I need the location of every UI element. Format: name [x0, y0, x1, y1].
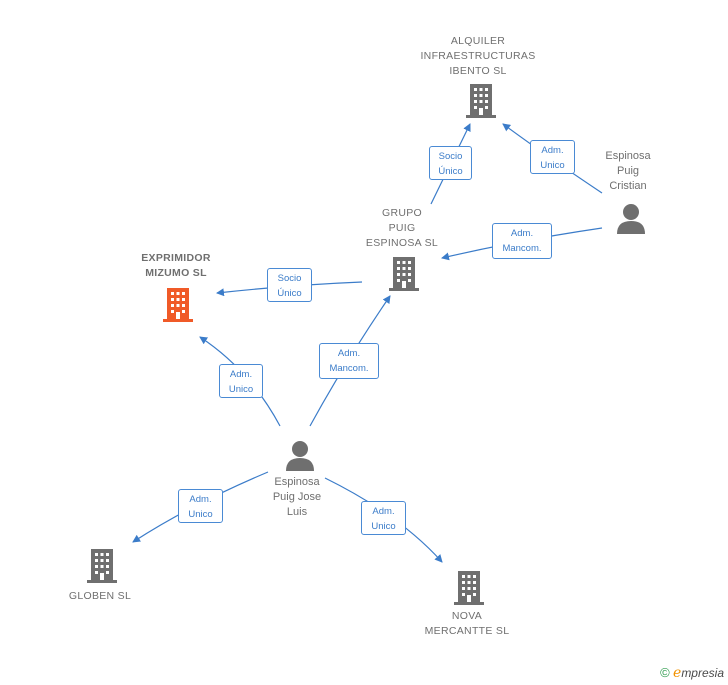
edge-label-jose-nova[interactable]: Adm. Unico	[361, 501, 406, 535]
node-label-alquiler[interactable]: ALQUILER INFRAESTRUCTURAS IBENTO SL	[420, 35, 536, 77]
building-icon[interactable]	[453, 571, 485, 605]
person-icon[interactable]	[615, 203, 647, 234]
brand-e-letter: e	[673, 665, 682, 681]
node-label-exprimidor[interactable]: EXPRIMIDOR MIZUMO SL	[141, 252, 211, 279]
node-label-cristian[interactable]: Espinosa Puig Cristian	[605, 150, 651, 192]
edge-label-jose-exprimidor[interactable]: Adm. Unico	[219, 364, 263, 398]
edge-label-grupo-exprimidor[interactable]: Socio Único	[267, 268, 312, 302]
edge-label-jose-grupo[interactable]: Adm. Mancom.	[319, 343, 379, 379]
brand-name: mpresia	[681, 666, 724, 680]
node-label-jose[interactable]: Espinosa Puig Jose Luis	[272, 476, 322, 518]
copyright-symbol: ©	[660, 665, 670, 680]
building-icon[interactable]	[86, 549, 118, 583]
building-icon[interactable]	[465, 84, 497, 118]
edge-label-jose-globen[interactable]: Adm. Unico	[178, 489, 223, 523]
node-label-grupo[interactable]: GRUPO PUIG ESPINOSA SL	[365, 207, 439, 249]
edge-label-cristian-grupo[interactable]: Adm. Mancom.	[492, 223, 552, 259]
edge-label-grupo-alquiler[interactable]: Socio Único	[429, 146, 472, 180]
building-icon[interactable]	[388, 257, 420, 291]
brand-logo: © empresia	[660, 665, 724, 681]
building-icon-highlighted[interactable]	[162, 288, 194, 322]
edge-label-cristian-alquiler[interactable]: Adm. Unico	[530, 140, 575, 174]
node-label-globen[interactable]: GLOBEN SL	[68, 590, 132, 602]
person-icon[interactable]	[284, 440, 316, 471]
node-label-nova[interactable]: NOVA MERCANTTE SL	[424, 610, 510, 637]
